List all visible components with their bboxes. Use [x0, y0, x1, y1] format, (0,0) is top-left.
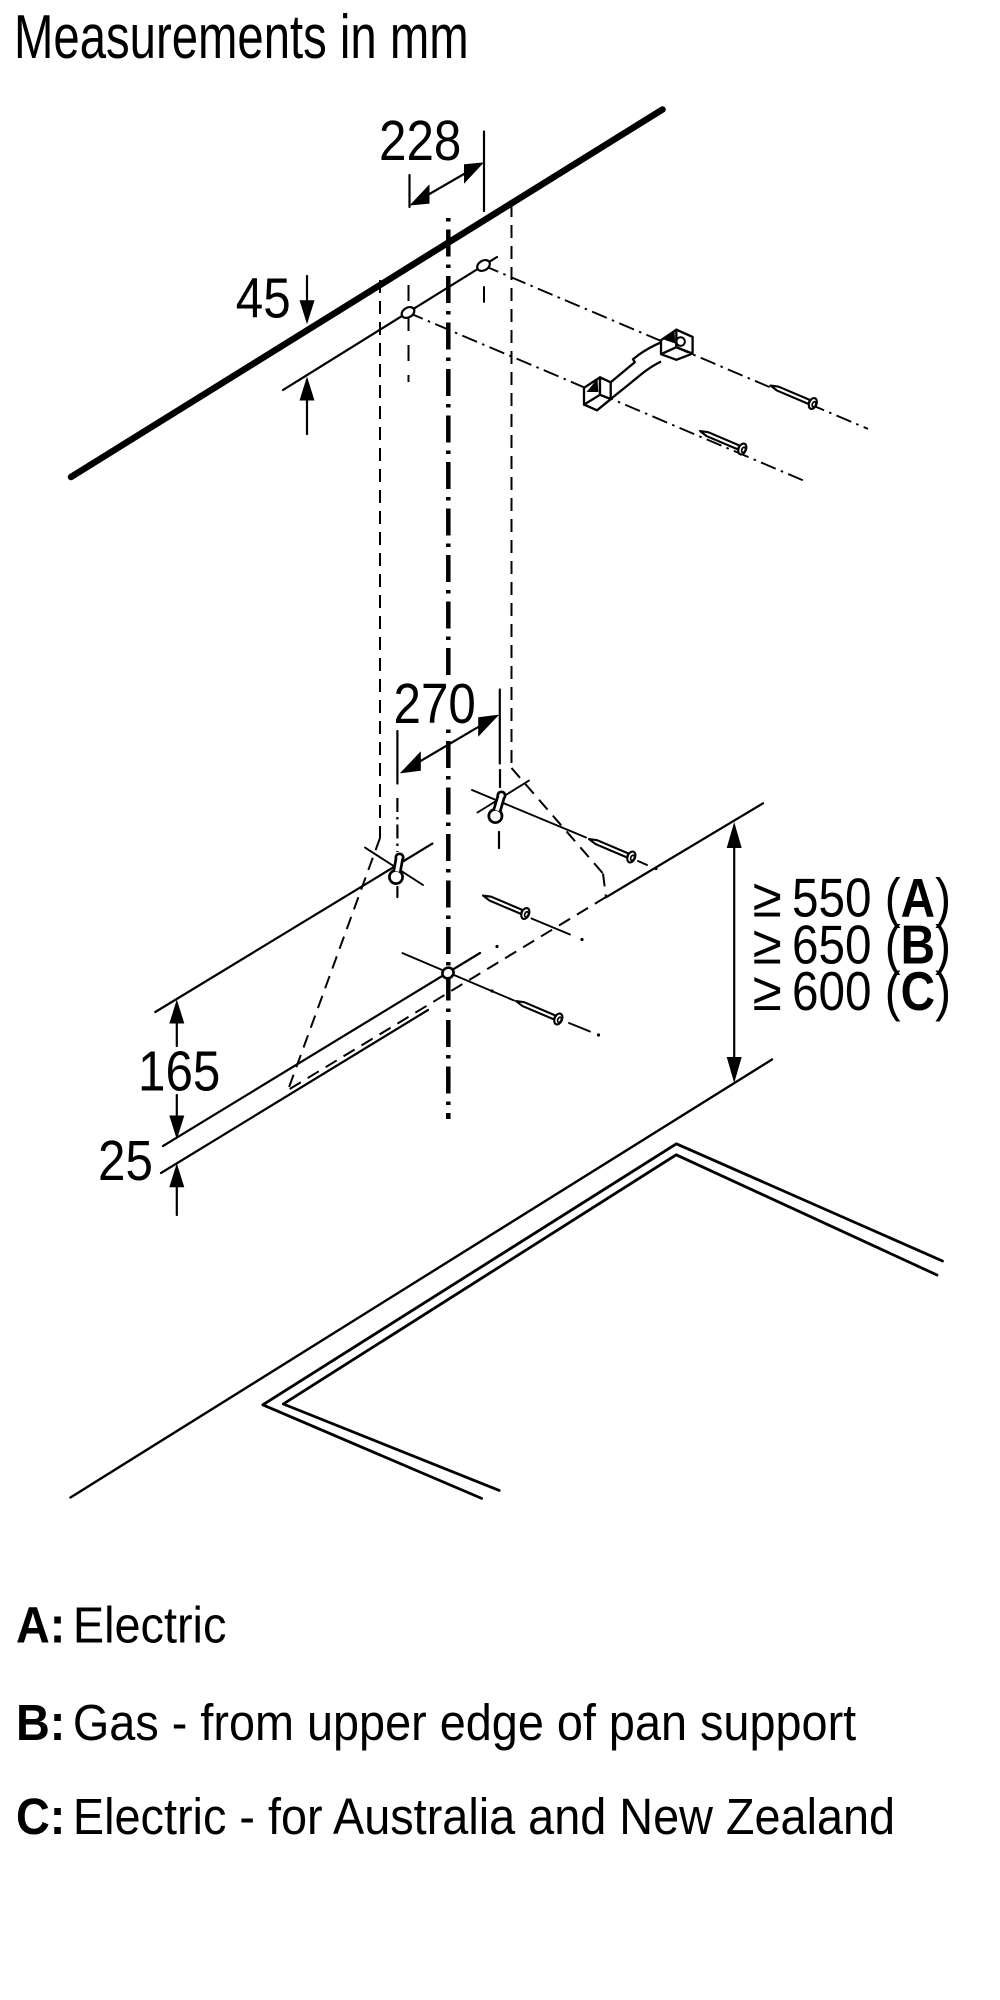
svg-text:≥: ≥: [753, 961, 782, 1022]
svg-text:45: 45: [236, 268, 291, 331]
svg-text:25: 25: [98, 1130, 153, 1193]
svg-text:≥: ≥: [753, 868, 782, 929]
svg-text:C: Electric - for Australia an: C: Electric - for Australia and New Zeal…: [16, 1789, 895, 1845]
svg-text:650 (B): 650 (B): [792, 914, 951, 975]
svg-text:Measurements in mm: Measurements in mm: [14, 2, 469, 72]
svg-text:≥: ≥: [753, 915, 782, 976]
svg-text:228: 228: [379, 110, 461, 173]
svg-text:600 (C): 600 (C): [792, 961, 951, 1022]
svg-text:A: Electric: A: Electric: [16, 1598, 226, 1654]
svg-text:165: 165: [138, 1040, 220, 1103]
svg-text:550 (A): 550 (A): [792, 867, 951, 928]
svg-text:B: Gas - from upper edge of pa: B: Gas - from upper edge of pan support: [16, 1695, 857, 1751]
svg-text:270: 270: [394, 673, 476, 736]
